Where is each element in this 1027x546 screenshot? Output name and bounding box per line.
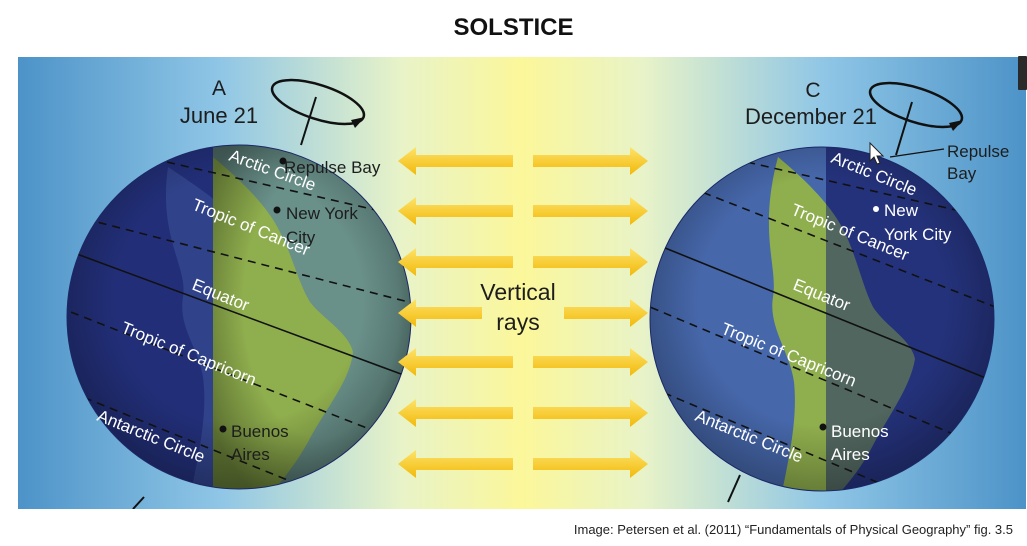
globe-a-ba-line2: Aires bbox=[231, 445, 270, 464]
mouse-cursor-icon bbox=[869, 141, 885, 165]
solstice-figure: A June 21 Arctic Circle Tropic of Cancer… bbox=[18, 57, 1026, 510]
ray-arrow-left-6 bbox=[398, 399, 513, 427]
globe-c-date: December 21 bbox=[745, 104, 877, 129]
solstice-diagram: A June 21 Arctic Circle Tropic of Cancer… bbox=[18, 57, 1026, 510]
globe-c bbox=[649, 81, 995, 503]
ray-arrow-left-7 bbox=[398, 450, 513, 478]
edge-artifact bbox=[1018, 56, 1027, 90]
ray-arrow-right-6 bbox=[533, 399, 648, 427]
ray-arrows bbox=[398, 147, 648, 478]
ray-arrow-left-3 bbox=[398, 248, 513, 276]
new-york-dot-c bbox=[873, 206, 879, 212]
globe-c-repulse-line2: Bay bbox=[947, 164, 977, 183]
ray-arrow-left-5 bbox=[398, 348, 513, 376]
globe-c-ba-line2: Aires bbox=[831, 445, 870, 464]
equator-line-c bbox=[650, 236, 994, 388]
rotation-arrow-icon bbox=[270, 78, 366, 126]
image-caption: Image: Petersen et al. (2011) “Fundament… bbox=[573, 522, 1013, 537]
axis-bottom-a bbox=[132, 496, 145, 510]
globe-a-nyc-line2: City bbox=[286, 228, 316, 247]
axis-top-c bbox=[895, 101, 913, 156]
tropic-capricorn-line bbox=[67, 306, 411, 453]
tropic-cancer-line-c bbox=[650, 166, 994, 313]
antarctic-circle-line bbox=[67, 386, 411, 489]
axis-top-a bbox=[300, 96, 317, 146]
ray-arrow-right-1 bbox=[533, 147, 648, 175]
globe-a-ba-line1: Buenos bbox=[231, 422, 289, 441]
ray-arrow-right-7 bbox=[533, 450, 648, 478]
ray-arrow-left-2 bbox=[398, 197, 513, 225]
tropic-cancer-line bbox=[67, 211, 411, 308]
globe-a-letter: A bbox=[212, 77, 226, 100]
page-title: SOLSTICE bbox=[453, 14, 574, 41]
globe-c-letter: C bbox=[805, 79, 820, 102]
ray-arrow-left-1 bbox=[398, 147, 513, 175]
antarctic-circle-line-c bbox=[650, 381, 994, 491]
globe-c-repulse-line1: Repulse bbox=[947, 142, 1009, 161]
repulse-bay-pointer bbox=[889, 148, 945, 158]
tropic-capricorn-line-c bbox=[650, 301, 994, 458]
globe-c-ba-line1: Buenos bbox=[831, 422, 889, 441]
ray-arrow-left-4 bbox=[398, 299, 482, 327]
vertical-rays-line1: Vertical bbox=[480, 279, 555, 305]
equator-line bbox=[67, 246, 411, 385]
buenos-aires-dot bbox=[219, 425, 227, 433]
axis-bottom-c bbox=[727, 474, 741, 503]
globe-a-date: June 21 bbox=[180, 103, 258, 128]
rotation-arrow-icon-c bbox=[868, 81, 964, 129]
globe-a-repulse-bay: Repulse Bay bbox=[284, 158, 381, 177]
globe-a bbox=[66, 78, 412, 510]
globe-c-nyc-line1: New bbox=[884, 201, 919, 220]
ray-arrow-right-5 bbox=[533, 348, 648, 376]
ray-arrow-right-2 bbox=[533, 197, 648, 225]
repulse-bay-dot bbox=[279, 157, 287, 165]
ray-arrow-right-4 bbox=[564, 299, 648, 327]
new-york-dot bbox=[273, 206, 281, 214]
vertical-rays-line2: rays bbox=[496, 309, 539, 335]
buenos-aires-dot-c bbox=[819, 423, 827, 431]
globe-a-nyc-line1: New York bbox=[286, 204, 358, 223]
globe-c-nyc-line2: York City bbox=[884, 225, 952, 244]
ray-arrow-right-3 bbox=[533, 248, 648, 276]
